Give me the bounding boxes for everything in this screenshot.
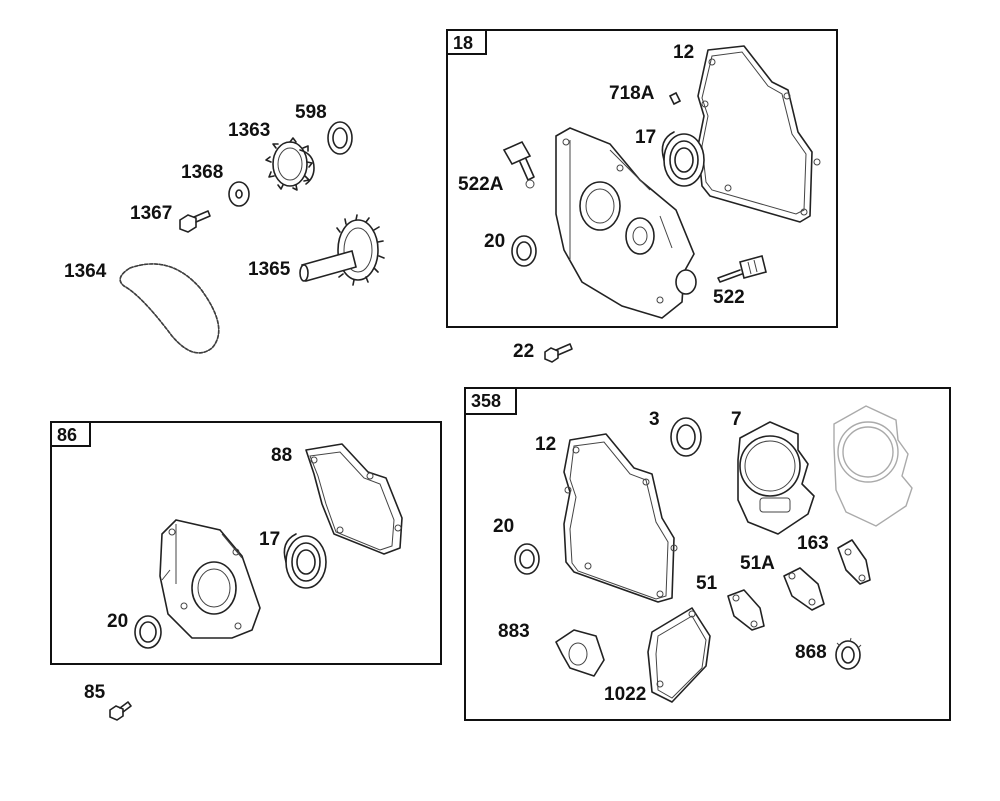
part-label-1365: 1365 — [248, 259, 291, 280]
pin-718A-drawing — [668, 91, 682, 106]
seal-3-drawing — [670, 417, 702, 457]
bearing-17-lower-drawing — [283, 533, 327, 589]
cover-housing-18-drawing — [555, 127, 697, 319]
seal-20-lower-drawing — [134, 615, 162, 649]
part-label-17-top: 17 — [635, 127, 657, 148]
part-label-20-mid: 20 — [493, 516, 515, 537]
part-label-22: 22 — [513, 341, 535, 362]
frame-group-358 — [464, 387, 951, 721]
gasket-12-top-drawing — [697, 45, 821, 223]
part-label-1363: 1363 — [228, 120, 271, 141]
frame-group-18 — [446, 29, 838, 328]
seal-20-top-drawing — [511, 235, 537, 267]
shaft-1365-drawing — [299, 214, 385, 286]
gasket-51A-drawing — [783, 567, 825, 611]
head-gasket-pale-drawing — [833, 405, 913, 527]
part-label-868: 868 — [795, 642, 827, 663]
seal-20-mid-drawing — [514, 543, 540, 575]
part-label-12-mid: 12 — [535, 434, 557, 455]
part-label-522: 522 — [713, 287, 745, 308]
part-label-522A: 522A — [458, 174, 504, 195]
bolt-22-drawing — [544, 343, 573, 363]
sprocket-1363-drawing — [265, 137, 315, 191]
sensor-522-drawing — [717, 255, 767, 283]
gasket-883-drawing — [555, 629, 605, 677]
cover-housing-86-drawing — [159, 519, 261, 639]
gasket-163-drawing — [837, 539, 871, 585]
part-label-51: 51 — [696, 573, 718, 594]
group-label-18: 18 — [446, 29, 487, 55]
head-gasket-7-drawing — [737, 421, 815, 535]
part-label-17-lower: 17 — [259, 529, 281, 550]
part-label-1367: 1367 — [130, 203, 173, 224]
washer-598-drawing — [327, 121, 353, 155]
chain-1364-drawing — [119, 263, 220, 354]
bolt-85-drawing — [109, 701, 132, 721]
part-label-718A: 718A — [609, 83, 655, 104]
bolt-1367-drawing — [179, 210, 211, 233]
gasket-12-mid-drawing — [563, 433, 678, 603]
bearing-17-top-drawing — [661, 131, 705, 187]
part-label-20-lower: 20 — [107, 611, 129, 632]
part-label-51A: 51A — [740, 553, 775, 574]
group-label-86: 86 — [50, 421, 91, 447]
gasket-51-drawing — [727, 589, 765, 631]
part-label-85: 85 — [84, 682, 106, 703]
sensor-522A-drawing — [502, 140, 535, 189]
part-label-3: 3 — [649, 409, 660, 430]
part-label-1022: 1022 — [604, 684, 647, 705]
part-label-883: 883 — [498, 621, 530, 642]
part-label-1364: 1364 — [64, 261, 107, 282]
part-label-598: 598 — [295, 102, 327, 123]
group-label-358: 358 — [464, 387, 517, 415]
part-label-163: 163 — [797, 533, 829, 554]
gasket-88-drawing — [305, 443, 403, 555]
washer-1368-drawing — [228, 181, 250, 207]
gasket-1022-drawing — [647, 607, 711, 703]
part-label-88: 88 — [271, 445, 293, 466]
part-label-7: 7 — [731, 409, 742, 430]
part-label-1368: 1368 — [181, 162, 224, 183]
part-label-20-top: 20 — [484, 231, 506, 252]
frame-group-86 — [50, 421, 442, 665]
part-label-12-top: 12 — [673, 42, 695, 63]
seal-868-drawing — [835, 637, 862, 670]
